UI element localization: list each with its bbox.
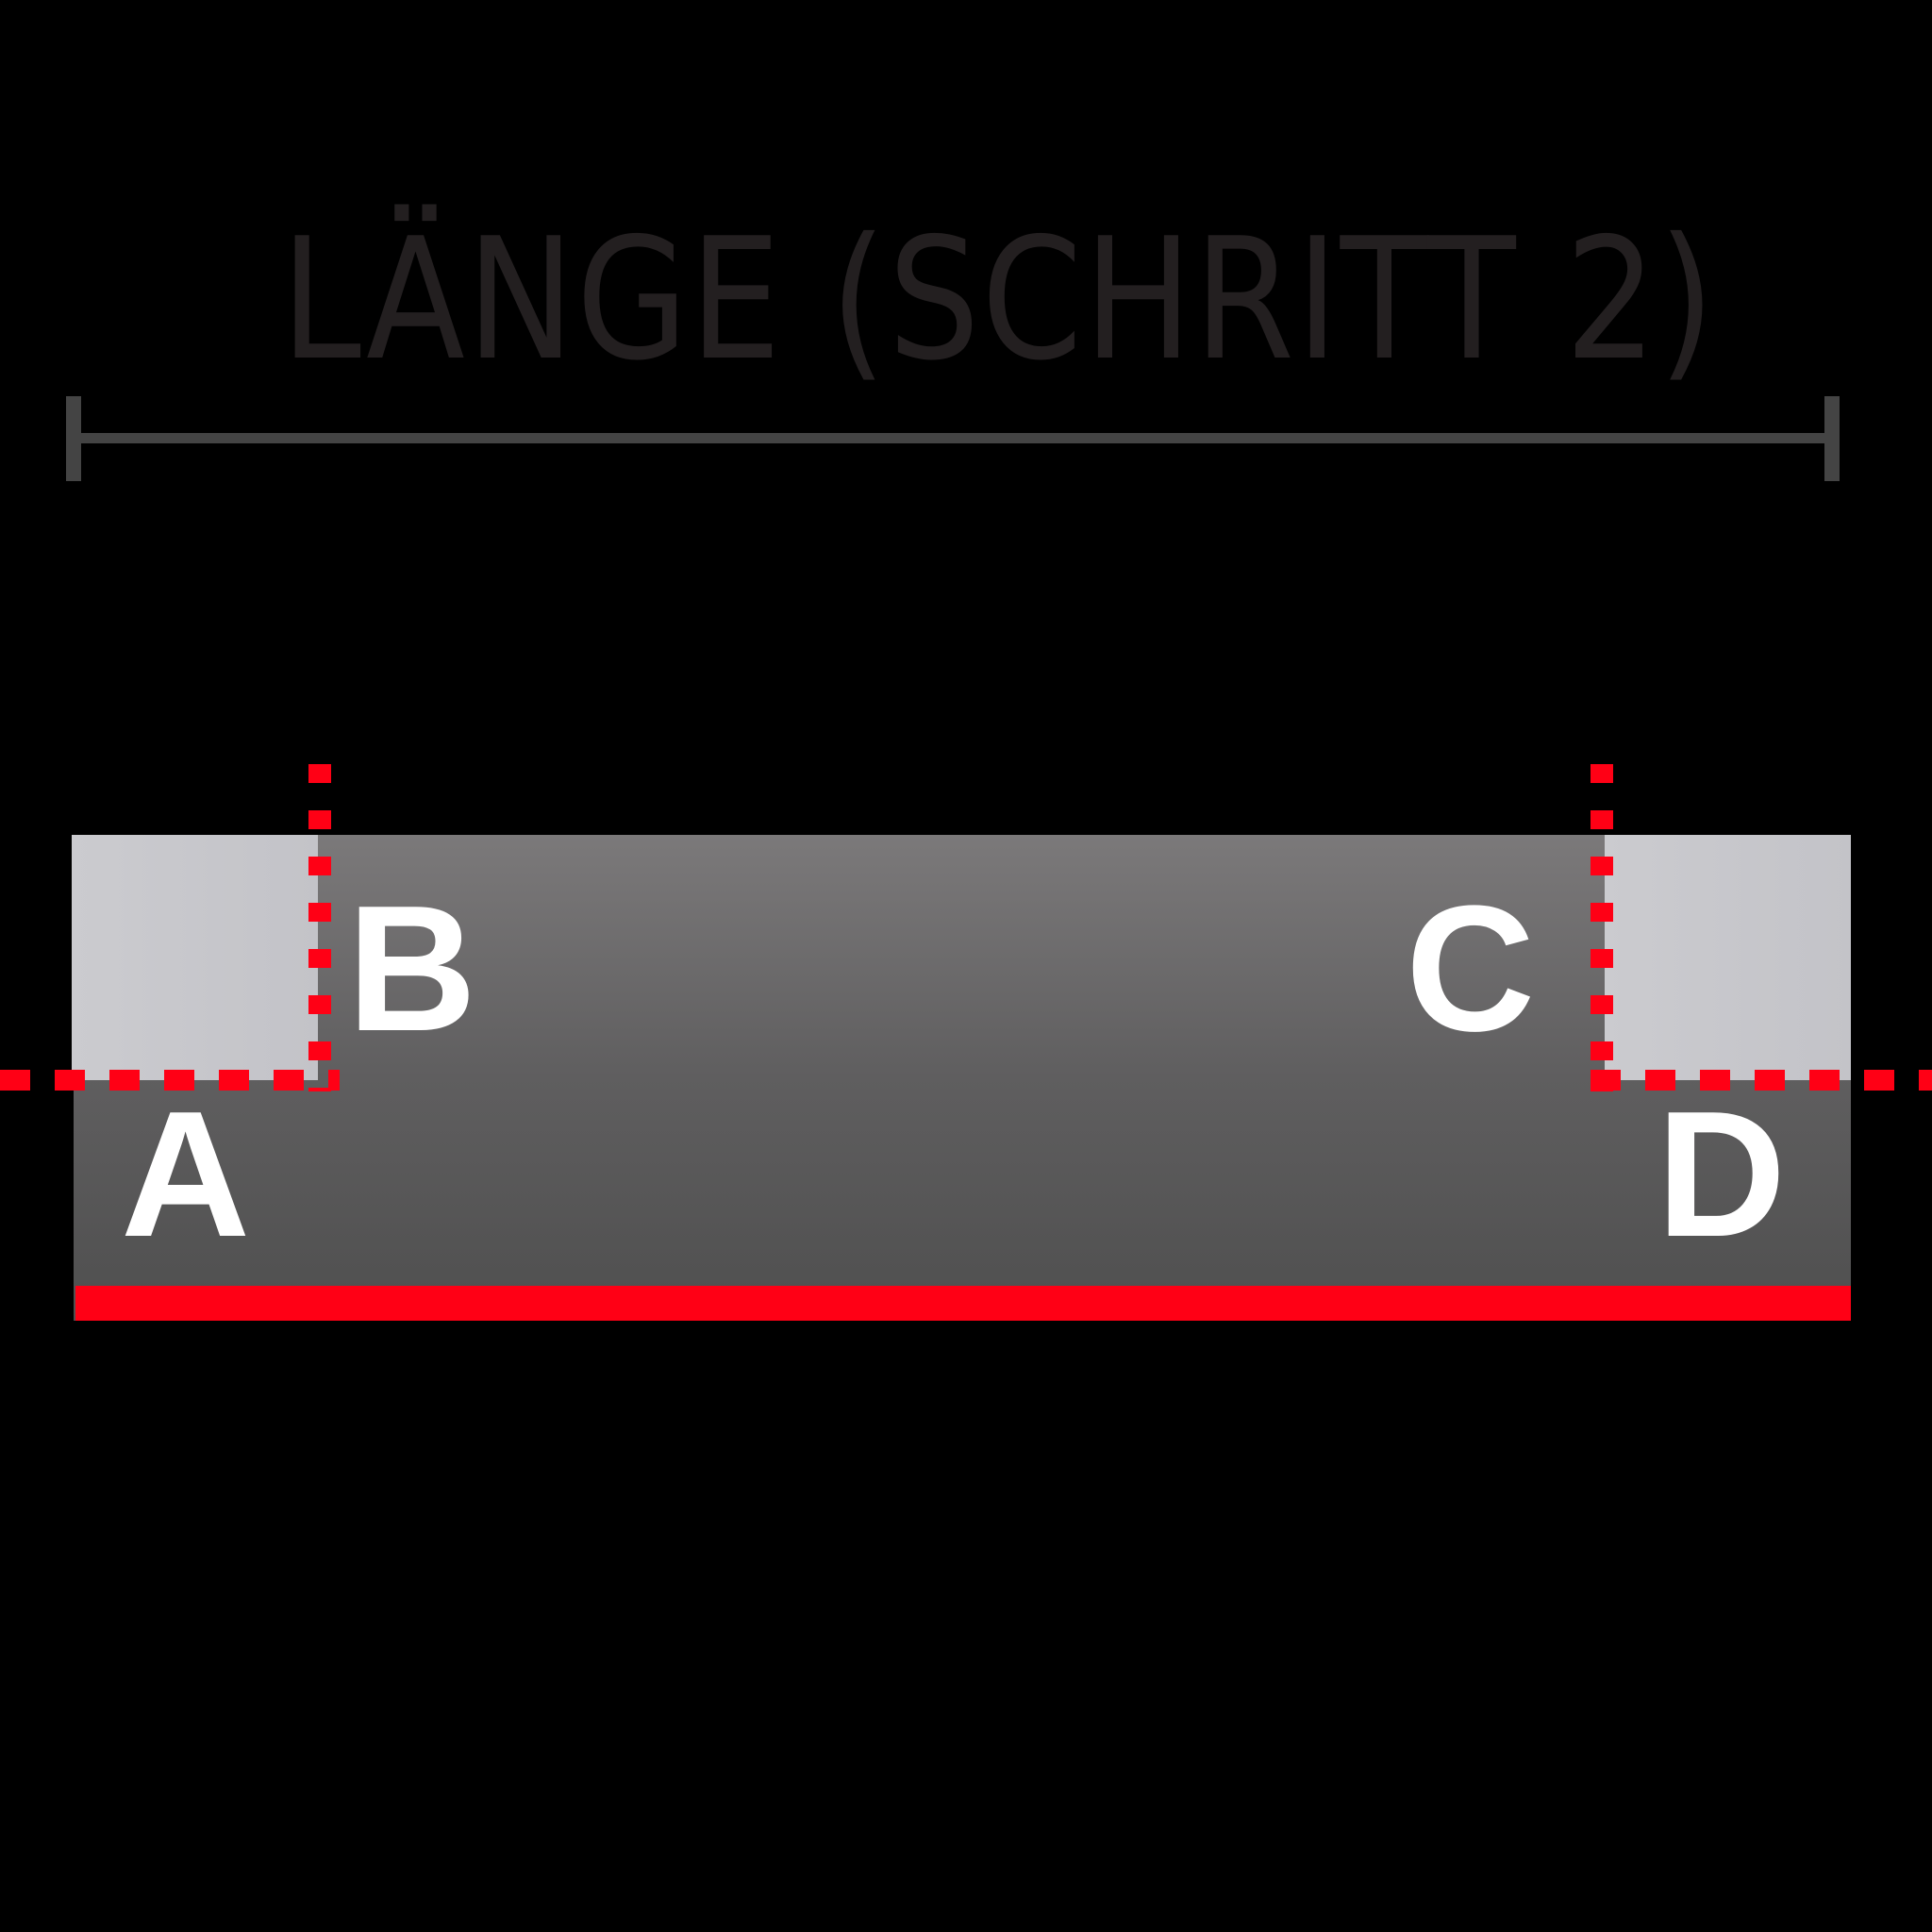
baseline-red-band (75, 1286, 1851, 1321)
right-horizontal-guide (1591, 1070, 1932, 1091)
diagram-title: LÄNGE (SCHRITT 2) (280, 202, 1717, 397)
right-vertical-guide (1591, 764, 1613, 1091)
left-horizontal-guide (0, 1070, 340, 1091)
left-corner-cutout (72, 835, 318, 1080)
label-d: D (1657, 1074, 1787, 1274)
label-c: C (1406, 869, 1536, 1069)
right-corner-cutout (1605, 835, 1851, 1080)
label-b: B (347, 869, 477, 1069)
label-a: A (121, 1074, 251, 1274)
material-bar (74, 835, 1851, 1321)
left-vertical-guide (308, 764, 331, 1091)
dimension-line (72, 433, 1833, 443)
dimension-right-tick (1824, 396, 1840, 481)
